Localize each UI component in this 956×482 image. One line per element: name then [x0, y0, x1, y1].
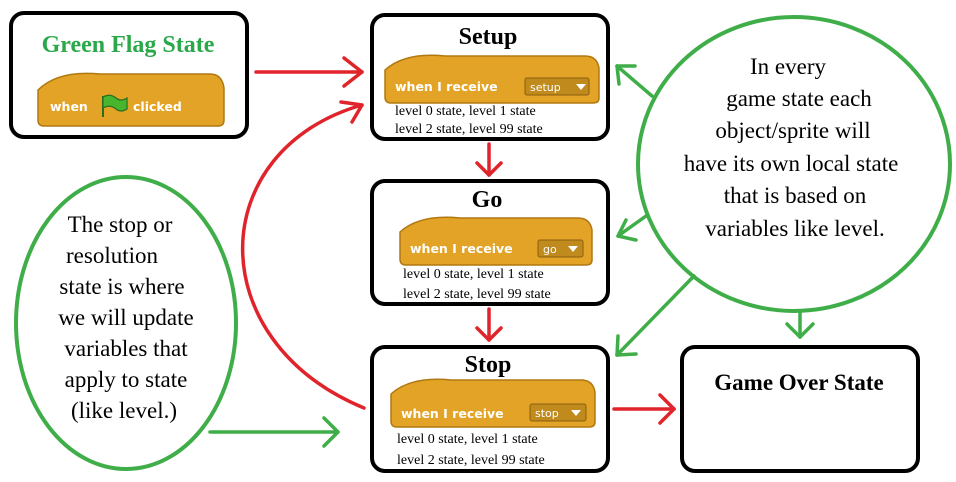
arrow-head	[475, 326, 503, 342]
note-line: game state each	[726, 86, 872, 111]
arrow-note-to-go	[616, 214, 648, 238]
left-note-text: The stop or resolution state is where we…	[58, 212, 193, 423]
note-line: object/sprite will	[715, 118, 870, 143]
note-line: variables that	[64, 336, 188, 361]
state-line: level 2 state, level 99 state	[403, 287, 551, 302]
when-i-receive-go-block[interactable]: when I receive go	[399, 216, 593, 266]
setup-title: Setup	[459, 24, 518, 50]
game-over-state-box	[680, 345, 920, 473]
note-line: state is where	[59, 274, 184, 299]
note-line: apply to state	[65, 367, 188, 392]
arrow-head	[342, 56, 364, 88]
when-i-receive-stop-block[interactable]: when I receive stop	[390, 378, 596, 428]
block-receive-label: when I receive	[395, 79, 498, 94]
message-dropdown[interactable]: setup	[524, 77, 590, 96]
note-line: have its own local state	[684, 151, 899, 176]
note-line: (like level.)	[71, 398, 177, 423]
block-clicked-label: clicked	[133, 99, 182, 114]
chevron-down-icon	[576, 84, 586, 90]
arrow-stop-to-setup-loop	[240, 103, 366, 410]
note-line: The stop or	[68, 212, 173, 237]
stop-title: Stop	[465, 352, 512, 378]
state-line: level 0 state, level 1 state	[403, 267, 544, 282]
arrow-head	[785, 322, 815, 339]
green-arrows	[208, 64, 815, 448]
note-line: variables like level.	[705, 216, 884, 241]
message-dropdown[interactable]: go	[537, 239, 584, 258]
right-note-ellipse	[636, 15, 952, 313]
when-i-receive-setup-block[interactable]: when I receive setup	[384, 54, 600, 104]
state-line: level 2 state, level 99 state	[397, 453, 545, 468]
dropdown-value: go	[543, 243, 557, 256]
arrow-note-to-setup	[615, 64, 654, 98]
state-line: level 2 state, level 99 state	[395, 122, 543, 137]
message-dropdown[interactable]: stop	[529, 403, 587, 422]
state-line: level 0 state, level 1 state	[395, 104, 536, 119]
note-line: we will update	[58, 305, 193, 330]
dropdown-value: stop	[535, 407, 559, 420]
arrow-note-to-stop	[615, 274, 696, 357]
arrow-head	[615, 334, 638, 357]
chevron-down-icon	[571, 410, 581, 416]
block-when-label: when	[50, 99, 88, 114]
state-line: level 0 state, level 1 state	[397, 432, 538, 447]
green-flag-state-title: Green Flag State	[42, 32, 215, 58]
when-flag-clicked-block[interactable]: when clicked	[37, 72, 225, 127]
go-title: Go	[472, 187, 503, 213]
game-over-state-title: Game Over State	[714, 370, 883, 395]
dropdown-value: setup	[530, 81, 561, 94]
green-flag-icon	[102, 94, 128, 117]
block-receive-label: when I receive	[401, 406, 504, 421]
arrow-head	[616, 218, 638, 242]
left-note-ellipse	[14, 175, 238, 471]
block-receive-label: when I receive	[410, 241, 513, 256]
note-line: In every	[750, 54, 826, 79]
red-arrows	[240, 56, 676, 425]
arrow-head	[339, 100, 364, 124]
note-line: that is based on	[724, 183, 867, 208]
arrow-head	[615, 64, 637, 86]
right-note-text: In every game state each object/sprite w…	[684, 54, 899, 241]
arrow-head	[322, 416, 340, 448]
arrow-head	[475, 161, 503, 177]
note-line: resolution	[66, 243, 158, 268]
chevron-down-icon	[568, 246, 578, 252]
arrow-head	[658, 393, 676, 425]
